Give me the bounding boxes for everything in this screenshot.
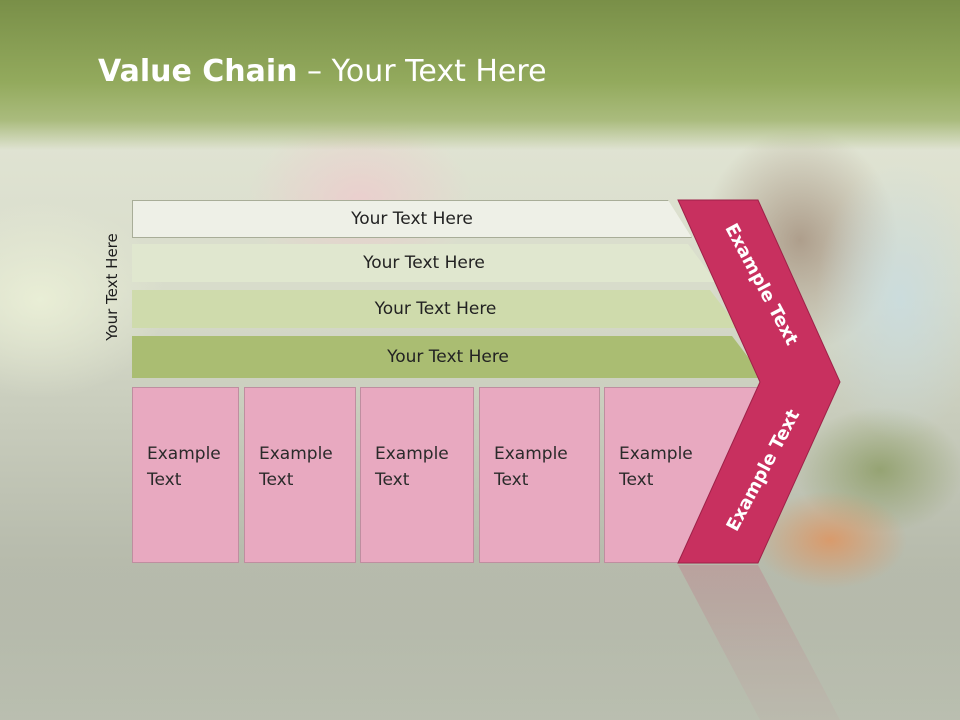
box-line-1: Example: [375, 444, 449, 464]
slide-title: Value Chain – Your Text Here: [98, 54, 547, 89]
value-row-2: Your Text Here: [132, 244, 716, 282]
title-rest: – Your Text Here: [297, 54, 547, 89]
value-row-label: Your Text Here: [363, 253, 485, 273]
value-row-label: Your Text Here: [351, 209, 473, 229]
value-row-4: Your Text Here: [132, 336, 764, 378]
box-line-2: Text: [619, 470, 654, 490]
box-line-2: Text: [375, 470, 410, 490]
value-row-1: Your Text Here: [132, 200, 692, 238]
vertical-axis-label: Your Text Here: [103, 233, 121, 341]
title-bold: Value Chain: [98, 54, 298, 89]
value-row-3: Your Text Here: [132, 290, 739, 328]
title-bar: [0, 0, 960, 150]
box-line-2: Text: [147, 470, 182, 490]
value-row-label: Your Text Here: [374, 299, 497, 319]
box-line-1: Example: [259, 444, 333, 464]
box-line-1: Example: [494, 444, 568, 464]
value-row-label: Your Text Here: [387, 347, 509, 367]
box-line-1: Example: [147, 444, 221, 464]
box-line-2: Text: [259, 470, 294, 490]
box-line-2: Text: [494, 470, 529, 490]
box-line-1: Example: [619, 444, 693, 464]
